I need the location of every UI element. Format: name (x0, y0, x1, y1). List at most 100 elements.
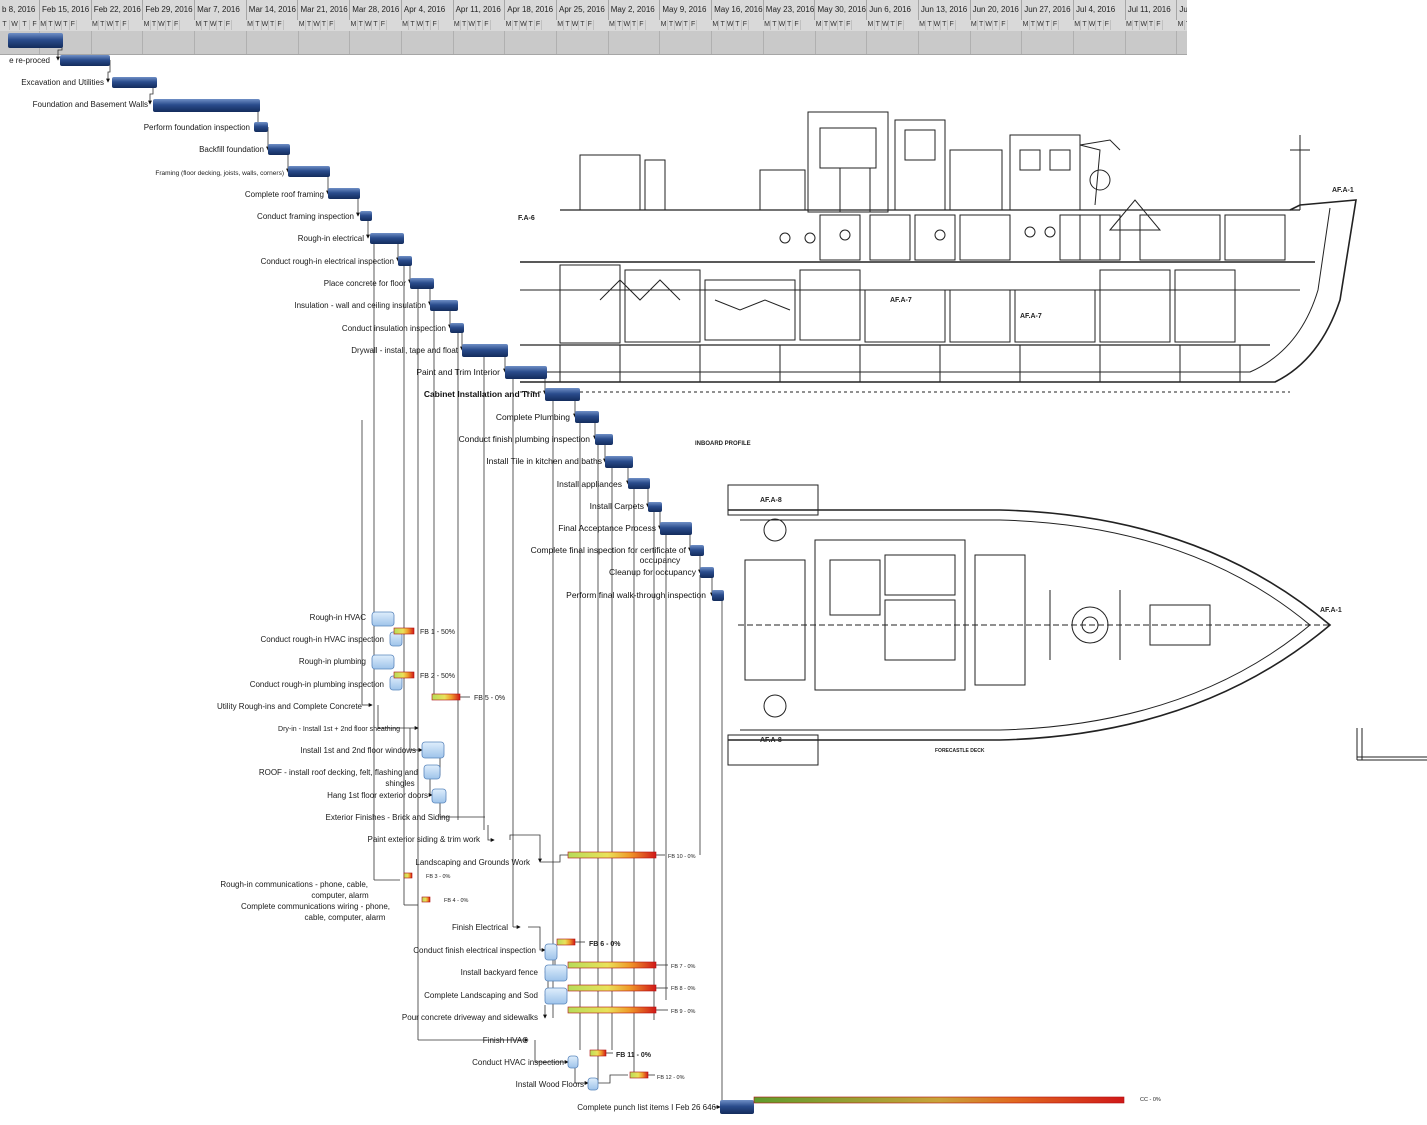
feeder-task-bar[interactable] (567, 1055, 579, 1069)
timescale-day: M (195, 20, 203, 30)
timescale-week: Feb 29, 2016 (143, 0, 196, 20)
task-bar[interactable] (8, 33, 63, 48)
timescale-gridline (556, 31, 557, 54)
feeding-buffer-bar[interactable] (556, 938, 576, 946)
timescale-gridline (245, 31, 247, 54)
task-bar[interactable] (398, 256, 412, 266)
task-bar[interactable] (112, 77, 157, 88)
task-bar[interactable] (660, 522, 692, 535)
feeder-task-bar[interactable] (544, 964, 568, 982)
feeding-buffer-bar[interactable] (629, 1071, 649, 1079)
feeder-task-bar[interactable] (587, 1077, 599, 1091)
timescale-week: b 8, 2016 (0, 0, 40, 20)
task-bar[interactable] (60, 55, 110, 66)
timescale-week: Feb 22, 2016 (92, 0, 144, 20)
task-bar[interactable] (595, 434, 613, 445)
feeding-buffer-bar[interactable] (567, 984, 657, 992)
drawing-tag: AF.A-8 (760, 737, 782, 744)
timescale-week: Mar 21, 2016 (299, 0, 351, 20)
timescale-gridline (969, 31, 971, 54)
project-buffer-bar[interactable] (753, 1096, 1125, 1104)
task-bar[interactable] (545, 388, 580, 401)
timescale-day: T (993, 20, 1001, 30)
task-labels: e re-proced Excavation and Utilities Fou… (9, 56, 716, 1112)
task-bar[interactable] (360, 211, 372, 221)
timescale-day: W (416, 20, 425, 30)
timescale-day: T (1096, 20, 1104, 30)
task-bar[interactable] (328, 188, 360, 199)
task-label: Conduct finish electrical inspection (413, 946, 536, 955)
task-bar[interactable] (605, 456, 633, 468)
timescale-week: May 2, 2016 (609, 0, 661, 20)
timescale-week: Jul 11, 2016 (1126, 0, 1178, 20)
timescale-day: W (933, 20, 942, 30)
task-bar[interactable] (690, 545, 704, 556)
feeding-buffer-bar[interactable] (393, 671, 415, 679)
feeder-task-bar[interactable] (431, 788, 447, 804)
task-bar[interactable] (153, 99, 260, 112)
task-label: Excavation and Utilities (21, 78, 104, 87)
timescale-day: T (269, 20, 277, 30)
timescale-day: F (1052, 20, 1060, 30)
buffer-bars (393, 627, 1125, 1104)
feeder-task-bar[interactable] (371, 654, 395, 670)
buffer-label: FB 8 - 0% (671, 986, 696, 992)
timescale-day: W (158, 20, 166, 30)
timescale-week: Apr 25, 2016 (557, 0, 609, 20)
feeding-buffer-bar[interactable] (567, 1006, 657, 1014)
buffer-label: FB 6 - 0% (589, 941, 621, 948)
task-bar[interactable] (628, 478, 650, 489)
task-bar[interactable] (648, 502, 662, 512)
task-label: Backfill foundation (199, 145, 264, 154)
feeding-buffer-bar[interactable] (567, 851, 657, 859)
timescale-gridline (1073, 31, 1074, 54)
feeding-buffer-bar[interactable] (403, 872, 413, 879)
task-bar[interactable] (450, 323, 464, 333)
timescale-day: W (54, 20, 63, 30)
task-bar[interactable] (712, 590, 724, 601)
feeding-buffer-bar[interactable] (421, 896, 431, 903)
timescale-week: Mar 7, 2016 (195, 0, 247, 20)
task-bar[interactable] (720, 1100, 754, 1114)
timescale-day: W (623, 20, 631, 30)
feeder-task-bar[interactable] (423, 764, 441, 780)
timescale-day: M (608, 20, 617, 30)
feeding-buffer-bar[interactable] (431, 693, 461, 701)
timescale-day: T (527, 20, 535, 30)
feeding-buffer-bar[interactable] (589, 1049, 607, 1057)
feeder-task-bar[interactable] (544, 943, 558, 961)
timescale-gridline (349, 31, 351, 54)
timescale-day: T (875, 20, 882, 30)
task-label: Conduct framing inspection (257, 212, 354, 221)
task-label: Complete communications wiring - phone, (241, 902, 390, 911)
feeder-task-bar[interactable] (371, 611, 395, 627)
feeder-task-bar[interactable] (421, 741, 445, 759)
task-bar[interactable] (268, 144, 290, 155)
timescale-day: M (764, 20, 772, 30)
task-bar[interactable] (430, 300, 458, 311)
feeding-buffer-bar[interactable] (567, 961, 657, 969)
task-bar[interactable] (575, 411, 599, 423)
task-label: Install backyard fence (461, 968, 539, 977)
timescale-day: F (535, 20, 543, 30)
feeding-buffer-bar[interactable] (393, 627, 415, 635)
timescale-day: F (742, 20, 750, 30)
drawing-tag: AF.A-1 (1332, 187, 1354, 194)
task-bar[interactable] (254, 122, 268, 132)
timescale-day: T (823, 20, 831, 30)
task-bar[interactable] (288, 166, 330, 177)
task-bar[interactable] (410, 278, 434, 289)
timescale-day: F (1104, 20, 1111, 30)
drawing-tag: AF.A-7 (1020, 313, 1042, 320)
task-bar[interactable] (700, 567, 714, 578)
timescale-day: T (1081, 20, 1089, 30)
task-label: Framing (floor decking, joists, walls, c… (155, 170, 284, 177)
task-bar[interactable] (505, 366, 547, 379)
task-label: Conduct rough-in HVAC inspection (261, 635, 384, 644)
timescale-day: W (1088, 20, 1097, 30)
task-bar[interactable] (462, 344, 508, 357)
timescale-day: M (660, 20, 668, 30)
feeder-task-bar[interactable] (544, 987, 568, 1005)
task-bar[interactable] (370, 233, 404, 244)
timescale-day: T (409, 20, 417, 30)
